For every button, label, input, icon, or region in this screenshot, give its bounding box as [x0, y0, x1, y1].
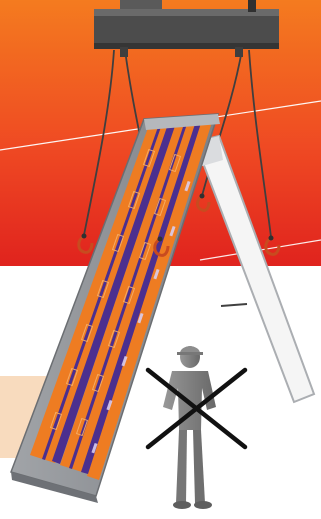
- lifting-illustration: [0, 0, 321, 519]
- illustration-svg: [0, 0, 321, 519]
